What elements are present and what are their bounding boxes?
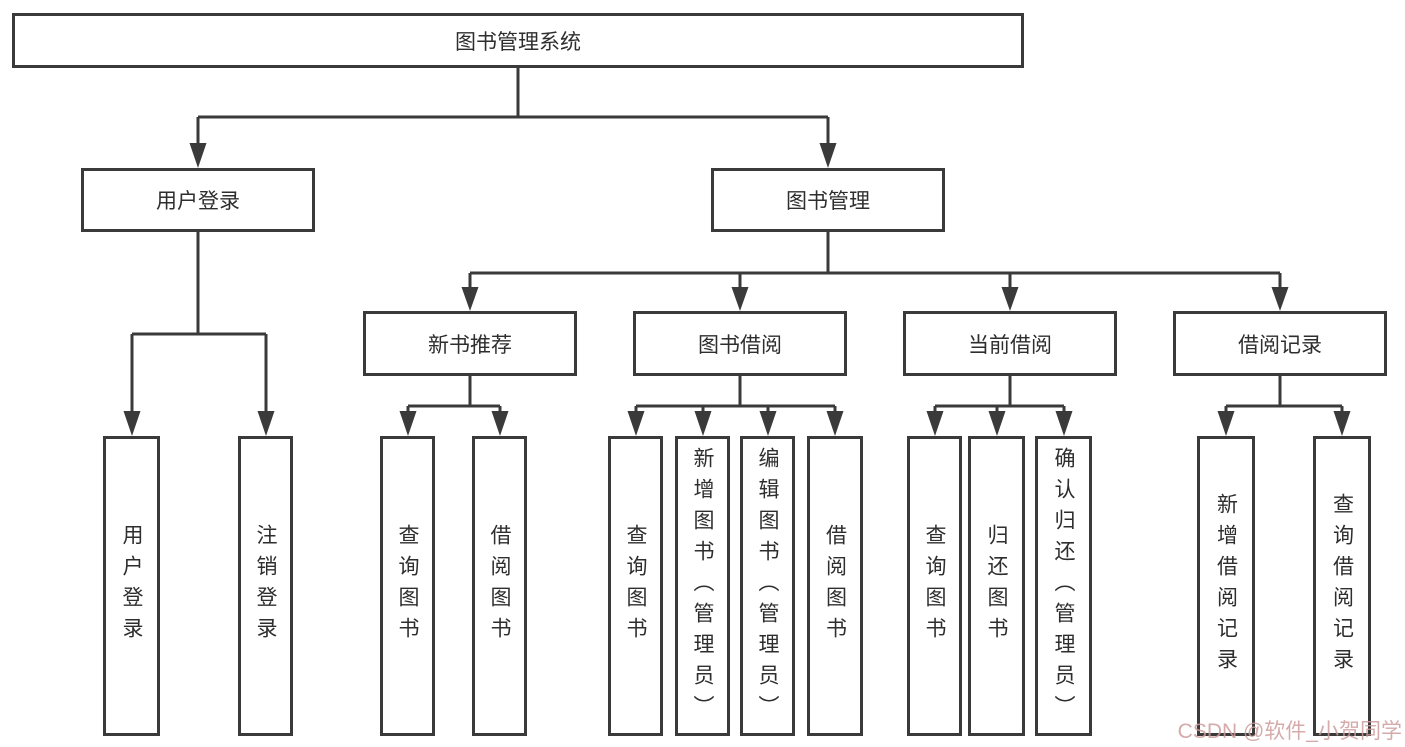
leaf-borrow-borrow-books: 借阅图书 — [807, 436, 863, 736]
node-current-borrowing: 当前借阅 — [903, 311, 1117, 376]
leaf-current-return-books: 归还图书 — [968, 436, 1025, 736]
arrowhead-group — [123, 143, 1351, 436]
node-label: 新增借阅记录 — [1214, 493, 1238, 679]
leaf-borrow-query-books: 查询图书 — [608, 436, 663, 736]
node-user-login: 用户登录 — [81, 168, 315, 232]
watermark: CSDN @软件_小贺同学 — [1177, 720, 1402, 743]
node-book-management: 图书管理 — [711, 168, 945, 232]
node-label: 借阅图书 — [823, 524, 847, 648]
node-label: 新增图书（管理员） — [691, 446, 714, 726]
node-label: 查询图书 — [923, 524, 946, 648]
leaf-borrow-add-books-admin: 新增图书（管理员） — [675, 436, 730, 736]
node-label: 确认归还（管理员） — [1052, 446, 1075, 726]
leaf-recommend-borrow-books: 借阅图书 — [472, 436, 527, 736]
leaf-user-login: 用户登录 — [103, 436, 160, 736]
node-book-borrowing: 图书借阅 — [633, 311, 847, 376]
node-book-management-system: 图书管理系统 — [12, 13, 1024, 68]
leaf-borrow-edit-books-admin: 编辑图书（管理员） — [740, 436, 795, 736]
leaf-current-confirm-return-admin: 确认归还（管理员） — [1035, 436, 1092, 736]
leaf-current-query-books: 查询图书 — [907, 436, 962, 736]
node-label: 查询图书 — [396, 524, 419, 648]
node-label: 借阅图书 — [488, 524, 511, 648]
node-borrowing-records: 借阅记录 — [1173, 311, 1387, 376]
node-label: 查询借阅记录 — [1330, 493, 1354, 679]
node-label: 编辑图书（管理员） — [756, 446, 779, 726]
leaf-logout-login: 注销登录 — [238, 436, 293, 736]
node-new-book-recommendation: 新书推荐 — [363, 311, 577, 376]
node-label: 查询图书 — [624, 524, 647, 648]
leaf-records-query-record: 查询借阅记录 — [1313, 436, 1371, 736]
node-label: 注销登录 — [254, 524, 277, 648]
leaf-recommend-query-books: 查询图书 — [380, 436, 435, 736]
leaf-records-add-record: 新增借阅记录 — [1197, 436, 1255, 736]
node-label: 归还图书 — [985, 524, 1008, 648]
connector-path — [130, 68, 1344, 414]
node-label: 用户登录 — [120, 524, 143, 648]
